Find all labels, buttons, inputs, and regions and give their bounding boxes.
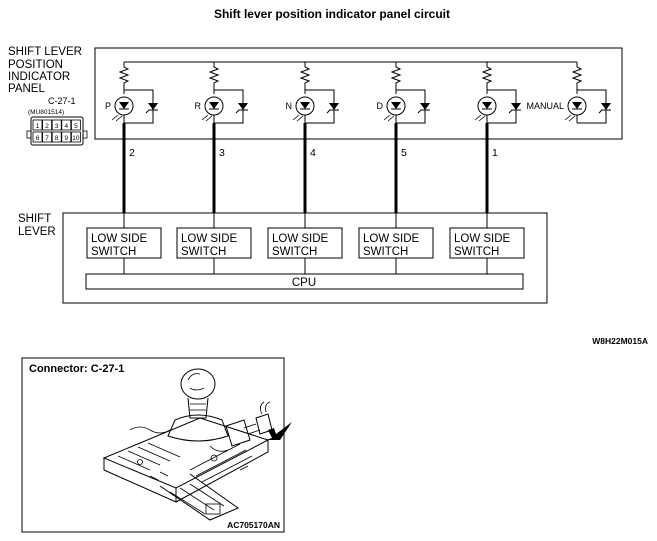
svg-text:POSITION: POSITION: [8, 59, 63, 71]
panel-label: SHIFT LEVER POSITION INDICATOR PANEL: [8, 46, 82, 95]
connector-view-image-code: AC705170AN: [227, 520, 280, 530]
indicator-circuit: P2: [105, 62, 158, 213]
connector-pin-cell: [42, 119, 52, 131]
shift-lever-label: SHIFT LEVER: [18, 213, 56, 238]
resistor: [481, 62, 493, 94]
diagram-title: Shift lever position indicator panel cir…: [214, 7, 450, 21]
switch-label-line2: SWITCH: [363, 246, 408, 258]
indicator-label: D: [377, 101, 384, 111]
resistor: [208, 62, 220, 94]
indicator-label: R: [195, 101, 202, 111]
connector-pin-number: 7: [45, 135, 49, 142]
pin-number: 5: [401, 147, 407, 159]
connector-pin-cell: [51, 119, 62, 131]
pin-number: 4: [310, 147, 316, 159]
resistor: [390, 62, 402, 94]
connector-pin-cell: [61, 119, 72, 131]
switch-label-line1: LOW SIDE: [363, 233, 420, 245]
connector-pin-cell: [71, 119, 81, 131]
svg-text:SHIFT LEVER: SHIFT LEVER: [8, 46, 82, 58]
connector-pin-number: 5: [74, 123, 78, 130]
connector-pin-cell: [51, 131, 62, 143]
connector-pin-number: 3: [55, 123, 59, 130]
switch-label-line2: SWITCH: [181, 246, 226, 258]
resistor: [299, 62, 311, 94]
indicator-label: N: [286, 101, 293, 111]
connector-pin-cell: [32, 131, 43, 143]
connector-pin-number: 9: [64, 135, 68, 142]
connector-pin-cell: [32, 119, 43, 131]
connector-view-title: Connector: C-27-1: [29, 363, 124, 375]
connector-pin-number: 10: [72, 135, 80, 142]
switch-label-line1: LOW SIDE: [91, 233, 148, 245]
indicator-panel-box: [94, 47, 623, 140]
indicator-label: P: [105, 101, 111, 111]
indicator-circuit: N4: [286, 62, 339, 213]
switch-label-line1: LOW SIDE: [454, 233, 511, 245]
cpu-label: CPU: [292, 277, 316, 289]
switch-label-line2: SWITCH: [454, 246, 499, 258]
resistor: [571, 62, 583, 94]
switch-label-line2: SWITCH: [91, 246, 136, 258]
indicator-circuit: D5: [377, 62, 430, 213]
shift-lever-assembly-illustration: [102, 368, 292, 521]
indicator-circuit: R3: [195, 62, 248, 213]
connector-pin-number: 6: [36, 135, 40, 142]
switch-label-line2: SWITCH: [272, 246, 317, 258]
connector-pin-cell: [61, 131, 72, 143]
diagram-code: W8H22M015A: [592, 336, 648, 346]
connector-pin-number: 4: [64, 123, 68, 130]
connector-name: C-27-1: [48, 96, 76, 106]
svg-text:SHIFT: SHIFT: [18, 213, 51, 225]
svg-text:INDICATOR: INDICATOR: [8, 71, 70, 83]
svg-text:LEVER: LEVER: [18, 226, 56, 238]
svg-text:PANEL: PANEL: [8, 83, 45, 95]
indicator-label: MANUAL: [526, 101, 564, 111]
pin-number: 1: [492, 147, 498, 159]
connector-part-number: (MU801514): [28, 109, 64, 116]
connector-pin-number: 1: [36, 123, 40, 130]
connector-pin-cell: [71, 131, 81, 143]
pin-number: 2: [129, 147, 135, 159]
connector-pin-cell: [42, 131, 52, 143]
indicator-circuit: MANUAL: [526, 62, 611, 124]
connector-pin-number: 8: [55, 135, 59, 142]
cpu-box: [85, 273, 524, 290]
resistor: [118, 62, 130, 94]
pin-number: 3: [219, 147, 225, 159]
switch-label-line1: LOW SIDE: [181, 233, 238, 245]
indicator-circuit: 1: [474, 62, 521, 213]
switch-label-line1: LOW SIDE: [272, 233, 329, 245]
connector-pin-number: 2: [45, 123, 49, 130]
